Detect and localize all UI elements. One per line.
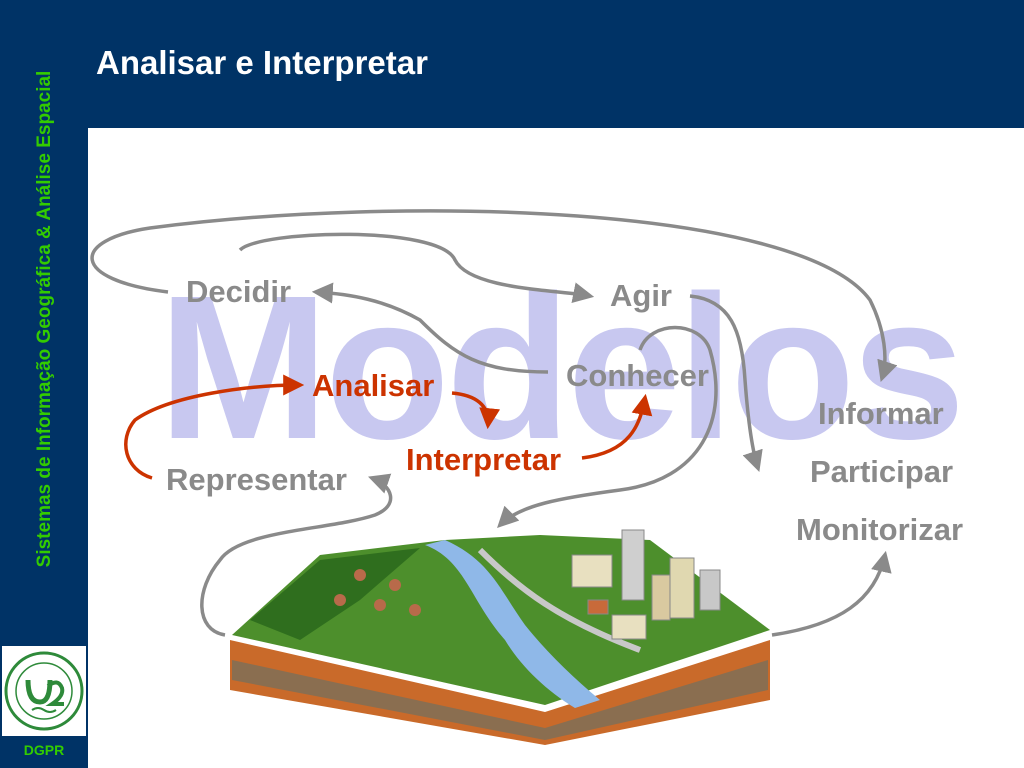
house bbox=[374, 599, 386, 611]
house bbox=[354, 569, 366, 581]
sidebar: Sistemas de Informação Geográfica & Anál… bbox=[0, 0, 88, 768]
arrow-analisar-interpretar bbox=[451, 391, 501, 430]
house bbox=[409, 604, 421, 616]
arrow-to-landscape bbox=[497, 325, 718, 528]
arrow-agir-participar bbox=[689, 294, 763, 472]
node-monitorizar: Monitorizar bbox=[796, 512, 964, 547]
house bbox=[334, 594, 346, 606]
arrow-representar-analisar bbox=[124, 374, 305, 480]
arrow-conhecer-decidir bbox=[311, 282, 549, 374]
node-analisar: Analisar bbox=[312, 368, 435, 403]
slide-title: Analisar e Interpretar bbox=[96, 44, 428, 81]
node-informar: Informar bbox=[818, 396, 944, 431]
soil-layer bbox=[232, 660, 768, 740]
house bbox=[389, 579, 401, 591]
building bbox=[699, 569, 721, 611]
forest-area bbox=[250, 548, 420, 640]
footer-label: DGPR bbox=[23, 742, 65, 758]
node-representar: Representar bbox=[166, 462, 347, 497]
header-bar bbox=[0, 0, 1024, 128]
university-logo bbox=[2, 646, 86, 736]
arrow-monitorizar bbox=[771, 550, 892, 637]
building bbox=[571, 554, 613, 588]
node-agir: Agir bbox=[610, 278, 672, 313]
node-interpretar: Interpretar bbox=[406, 442, 562, 477]
arrow-loop-informar bbox=[90, 209, 898, 382]
building bbox=[587, 599, 609, 615]
building bbox=[621, 529, 645, 601]
background-word: Modelos bbox=[158, 253, 965, 482]
building bbox=[611, 614, 647, 640]
arrow-interpretar-conhecer bbox=[581, 393, 653, 460]
arrow-to-agir bbox=[238, 232, 595, 304]
arrow-landscape-representar bbox=[200, 473, 393, 637]
node-participar: Participar bbox=[810, 454, 954, 489]
building bbox=[669, 557, 695, 619]
node-decidir: Decidir bbox=[186, 274, 292, 309]
node-conhecer: Conhecer bbox=[566, 358, 709, 393]
river bbox=[425, 540, 600, 708]
